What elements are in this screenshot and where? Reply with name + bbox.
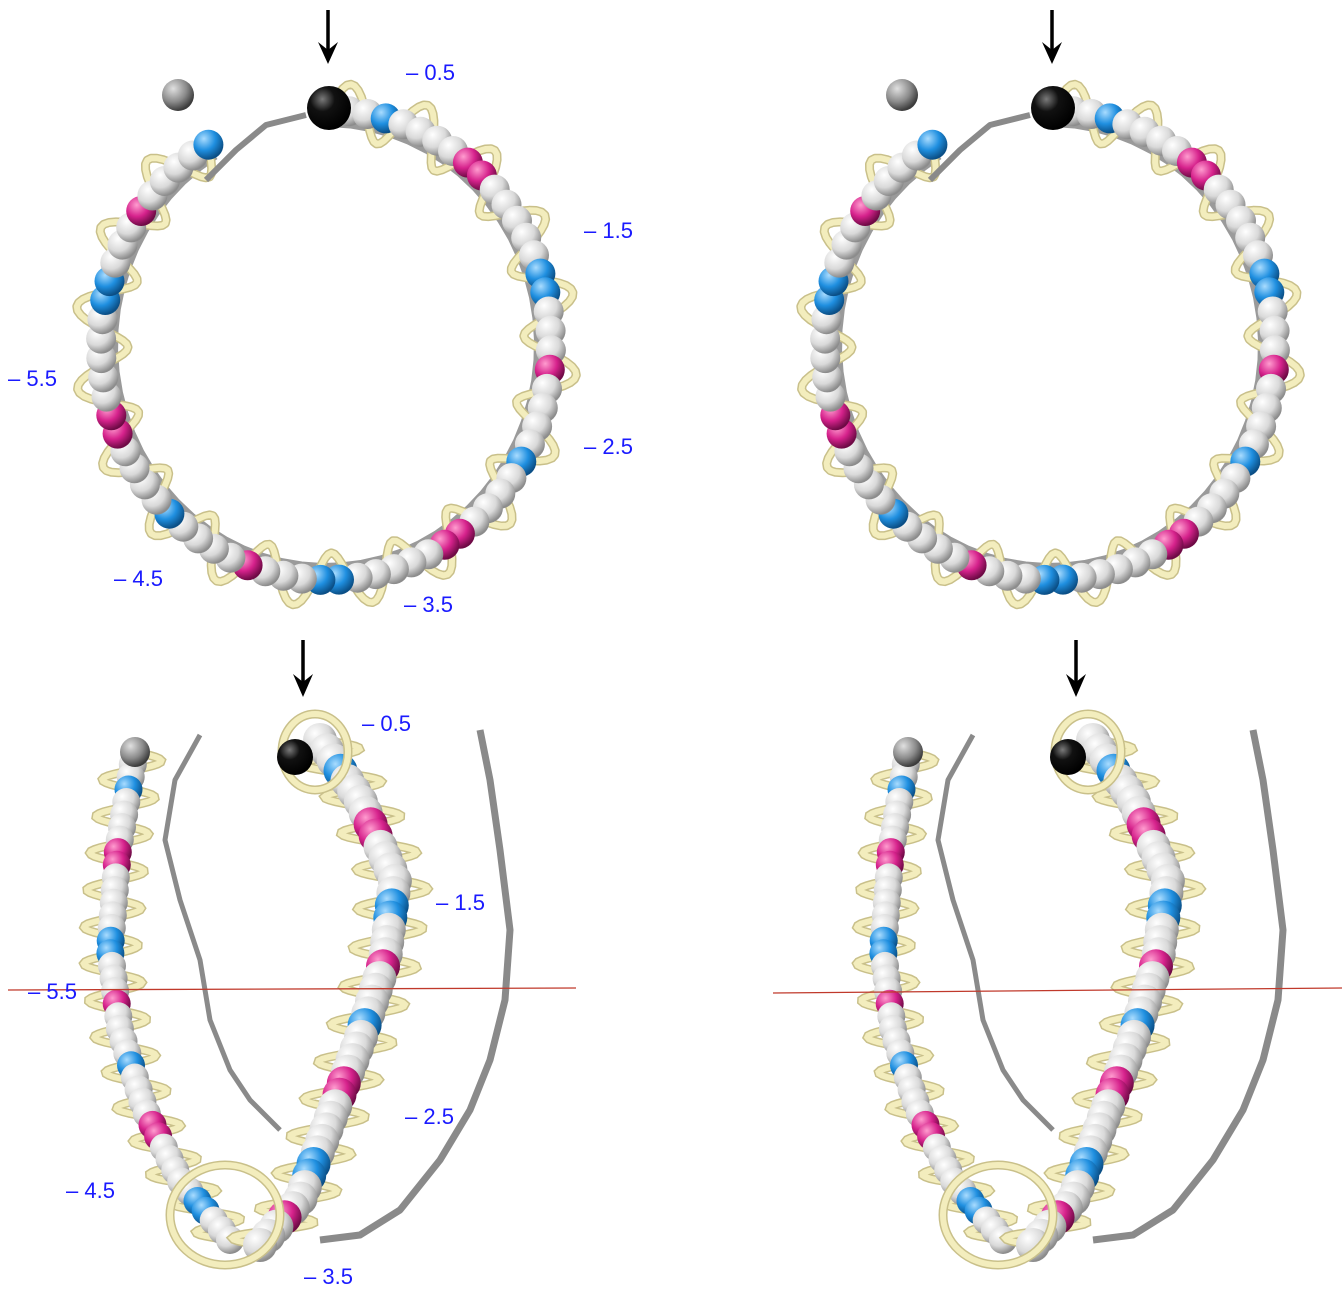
depth-label: – 4.5 [114,566,163,591]
terminal-bead [893,737,923,767]
depth-label: – 4.5 [66,1178,115,1203]
depth-label: – 2.5 [405,1104,454,1129]
black-bead-icon [307,86,351,130]
depth-label: – 1.5 [584,218,633,243]
backbone-tube [839,124,1261,566]
depth-label: – 3.5 [304,1264,353,1289]
backbone-tube [938,735,1053,1130]
black-bead-icon [1031,86,1075,130]
depth-label: – 5.5 [8,366,57,391]
terminal-bead [162,79,194,111]
residue-bead [193,130,223,160]
panel-top-right [801,79,1301,605]
down-arrow-icon [318,10,338,64]
down-arrow-icon [293,640,313,697]
terminal-bead [886,79,918,111]
membrane-line-left [8,988,576,990]
helix-ribbon [1005,740,1201,1245]
down-arrow-icon [1042,10,1062,64]
depth-label: – 5.5 [28,979,77,1004]
depth-label: – 0.5 [362,711,411,736]
residue-bead [917,130,947,160]
membrane-line-right [773,988,1342,993]
backbone-tube [115,124,537,566]
black-bead-icon [277,739,313,775]
terminal-bead [120,737,150,767]
depth-label: – 1.5 [436,890,485,915]
down-arrow-icon [1066,640,1086,697]
black-bead-icon [1050,739,1086,775]
depth-label: – 0.5 [406,60,455,85]
backbone-tube [165,735,280,1130]
helix-ribbon [232,740,428,1245]
depth-label: – 3.5 [404,592,453,617]
panel-top-left [77,79,577,605]
depth-label: – 2.5 [584,434,633,459]
